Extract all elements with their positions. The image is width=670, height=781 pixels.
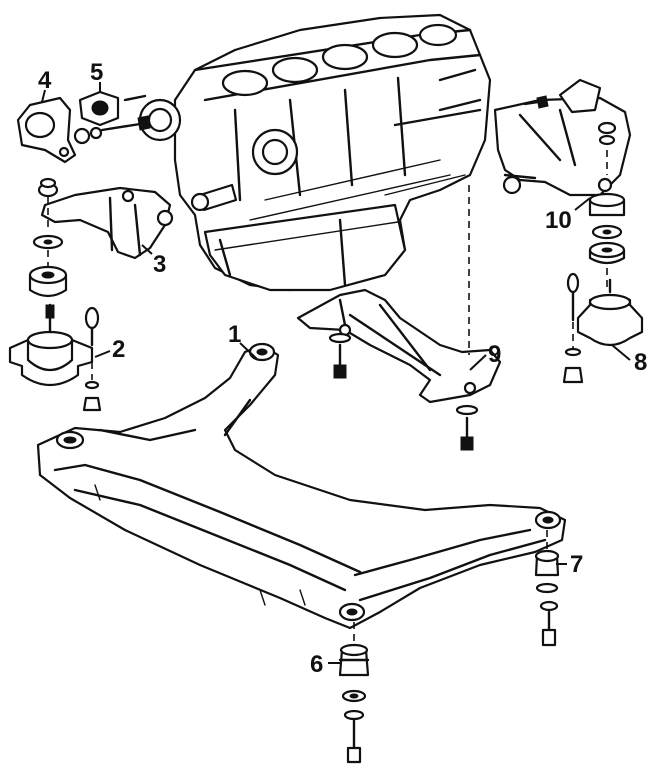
subframe-1 — [36, 342, 567, 630]
callout-8: 8 — [634, 349, 647, 376]
callout-9: 9 — [488, 341, 501, 368]
callout-4: 4 — [38, 67, 52, 94]
callout-6: 6 — [310, 651, 323, 678]
callout-1: 1 — [228, 321, 241, 348]
right-mount-hardware — [588, 121, 626, 290]
callout-numbers: 1 2 3 4 5 6 7 8 9 10 — [38, 59, 647, 678]
leader-4 — [41, 89, 46, 103]
engine-mount-2 — [8, 303, 102, 412]
engine-block — [138, 13, 492, 292]
engine-mount-8 — [562, 272, 644, 384]
callout-2: 2 — [112, 336, 125, 363]
callout-3: 3 — [153, 251, 166, 278]
leader-10 — [574, 197, 591, 211]
bushing-7 — [534, 530, 560, 647]
left-mount-hardware — [28, 177, 68, 298]
mount-bracket-left — [40, 186, 174, 260]
callout-5: 5 — [90, 59, 103, 86]
bushing-5 — [73, 90, 151, 145]
callout-leaders — [41, 82, 631, 664]
bracket-4 — [16, 96, 77, 164]
leader-9 — [469, 354, 487, 371]
callout-7: 7 — [570, 551, 583, 578]
leader-2 — [94, 350, 111, 358]
mount-bracket-right — [493, 78, 632, 197]
cross-member-bolts — [328, 332, 479, 451]
leader-1 — [239, 342, 259, 361]
callout-10: 10 — [545, 207, 572, 234]
cross-member-9 — [296, 185, 502, 404]
leader-3 — [141, 244, 153, 255]
bushing-6 — [338, 622, 370, 764]
leader-8 — [611, 344, 631, 361]
